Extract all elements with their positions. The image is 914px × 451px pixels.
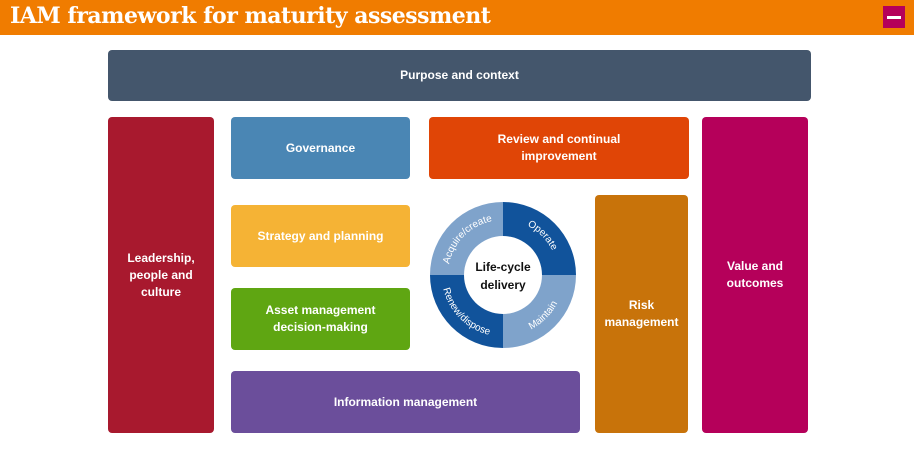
renew-segment[interactable]: [430, 275, 503, 348]
purpose-and-context[interactable]: Purpose and context: [108, 50, 811, 101]
operate-segment[interactable]: [503, 202, 576, 275]
acquire-segment[interactable]: [430, 202, 503, 275]
maintain-segment[interactable]: [503, 275, 576, 348]
header-bar: IAM framework for maturity assessment: [0, 0, 914, 35]
lifecycle-center-line1: Life-cycle: [475, 260, 531, 274]
governance[interactable]: Governance: [231, 117, 410, 179]
risk-management[interactable]: Risk management: [595, 195, 688, 433]
review-continual-improvement[interactable]: Review and continual improvement: [429, 117, 689, 179]
lifecycle-center-line2: delivery: [480, 278, 526, 292]
menu-icon[interactable]: [883, 6, 905, 28]
leadership-people-culture[interactable]: Leadership, people and culture: [108, 117, 214, 433]
asset-management-decision-making[interactable]: Asset management decision-making: [231, 288, 410, 350]
value-and-outcomes[interactable]: Value and outcomes: [702, 117, 808, 433]
information-management[interactable]: Information management: [231, 371, 580, 433]
page-title: IAM framework for maturity assessment: [10, 3, 491, 29]
strategy-and-planning[interactable]: Strategy and planning: [231, 205, 410, 267]
